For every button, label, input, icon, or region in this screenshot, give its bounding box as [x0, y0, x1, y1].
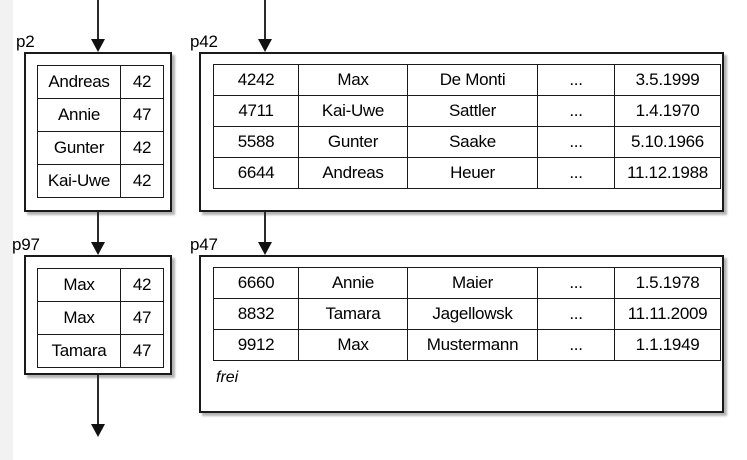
data-table-p47: 6660 Annie Maier ... 1.5.1978 8832 Tamar…	[213, 267, 721, 361]
cell-ellipsis: ...	[537, 298, 615, 330]
index-table-p97: Max 42 Max 47 Tamara 47	[37, 268, 164, 368]
cell-date: 5.10.1966	[614, 126, 721, 158]
cell-last-name: De Monti	[407, 64, 538, 96]
cell-key: Gunter	[37, 131, 121, 165]
arrow-head	[258, 39, 272, 52]
cell-first-name: Kai-Uwe	[298, 95, 408, 127]
page-label-p42: p42	[190, 32, 218, 51]
arrow-head	[91, 39, 105, 52]
arrow-p2-to-p97	[84, 212, 112, 255]
cell-first-name: Max	[298, 64, 408, 96]
arrow-head	[91, 424, 105, 437]
cell-pointer: 42	[120, 164, 164, 198]
page-box-p97: Max 42 Max 47 Tamara 47	[24, 255, 172, 375]
cell-first-name: Tamara	[298, 298, 408, 330]
table-row: Andreas 42	[37, 65, 164, 99]
page-box-p42: 4242 Max De Monti ... 3.5.1999 4711 Kai-…	[199, 52, 724, 212]
table-row: Kai-Uwe 42	[37, 164, 164, 198]
arrow-shaft	[97, 0, 99, 40]
page-gutter	[0, 0, 13, 460]
cell-pointer: 47	[120, 334, 164, 368]
page-label-p97: p97	[12, 235, 40, 254]
table-row: 4242 Max De Monti ... 3.5.1999	[213, 64, 721, 96]
table-row: Annie 47	[37, 98, 164, 132]
cell-id: 4711	[213, 95, 299, 127]
arrow-head	[91, 242, 105, 255]
table-row: 6644 Andreas Heuer ... 11.12.1988	[213, 157, 721, 189]
cell-pointer: 42	[120, 268, 164, 302]
table-row: 9912 Max Mustermann ... 1.1.1949	[213, 329, 721, 361]
table-row: Max 47	[37, 301, 164, 335]
cell-ellipsis: ...	[537, 329, 615, 361]
table-row: 5588 Gunter Saake ... 5.10.1966	[213, 126, 721, 158]
table-row: Gunter 42	[37, 131, 164, 165]
table-row: Tamara 47	[37, 334, 164, 368]
arrow-shaft	[264, 0, 266, 40]
cell-ellipsis: ...	[537, 126, 615, 158]
cell-date: 11.11.2009	[614, 298, 721, 330]
arrow-into-p2	[84, 0, 112, 52]
cell-last-name: Jagellowsk	[407, 298, 538, 330]
cell-last-name: Heuer	[407, 157, 538, 189]
cell-pointer: 42	[120, 65, 164, 99]
cell-first-name: Annie	[298, 267, 408, 299]
free-space-label: frei	[216, 369, 239, 386]
cell-first-name: Gunter	[298, 126, 408, 158]
cell-pointer: 47	[120, 98, 164, 132]
cell-id: 9912	[213, 329, 299, 361]
page-box-p47: 6660 Annie Maier ... 1.5.1978 8832 Tamar…	[199, 255, 724, 413]
page-label-p47: p47	[190, 235, 218, 254]
cell-date: 1.1.1949	[614, 329, 721, 361]
page-box-p2: Andreas 42 Annie 47 Gunter 42 Kai-Uwe 42	[24, 52, 172, 212]
table-row: 6660 Annie Maier ... 1.5.1978	[213, 267, 721, 299]
cell-id: 6644	[213, 157, 299, 189]
arrow-into-p42	[251, 0, 279, 52]
cell-pointer: 42	[120, 131, 164, 165]
index-table-p2: Andreas 42 Annie 47 Gunter 42 Kai-Uwe 42	[37, 65, 164, 198]
arrow-shaft	[97, 212, 99, 243]
cell-id: 5588	[213, 126, 299, 158]
cell-id: 6660	[213, 267, 299, 299]
cell-last-name: Saake	[407, 126, 538, 158]
cell-date: 11.12.1988	[614, 157, 721, 189]
cell-key: Max	[37, 268, 121, 302]
cell-last-name: Sattler	[407, 95, 538, 127]
cell-pointer: 47	[120, 301, 164, 335]
arrow-out-of-p97	[84, 375, 112, 437]
cell-last-name: Mustermann	[407, 329, 538, 361]
arrow-p42-to-p47	[251, 212, 279, 255]
arrow-head	[258, 242, 272, 255]
arrow-shaft	[264, 212, 266, 243]
cell-ellipsis: ...	[537, 95, 615, 127]
cell-date: 1.5.1978	[614, 267, 721, 299]
page-label-p2: p2	[16, 32, 35, 51]
cell-key: Andreas	[37, 65, 121, 99]
cell-ellipsis: ...	[537, 267, 615, 299]
cell-key: Max	[37, 301, 121, 335]
cell-key: Tamara	[37, 334, 121, 368]
table-row: 4711 Kai-Uwe Sattler ... 1.4.1970	[213, 95, 721, 127]
table-row: Max 42	[37, 268, 164, 302]
data-table-p42: 4242 Max De Monti ... 3.5.1999 4711 Kai-…	[213, 64, 721, 189]
cell-first-name: Max	[298, 329, 408, 361]
cell-last-name: Maier	[407, 267, 538, 299]
cell-id: 8832	[213, 298, 299, 330]
cell-ellipsis: ...	[537, 157, 615, 189]
cell-key: Annie	[37, 98, 121, 132]
cell-id: 4242	[213, 64, 299, 96]
table-row: 8832 Tamara Jagellowsk ... 11.11.2009	[213, 298, 721, 330]
arrow-shaft	[97, 375, 99, 425]
cell-key: Kai-Uwe	[37, 164, 121, 198]
cell-first-name: Andreas	[298, 157, 408, 189]
cell-ellipsis: ...	[537, 64, 615, 96]
cell-date: 3.5.1999	[614, 64, 721, 96]
cell-date: 1.4.1970	[614, 95, 721, 127]
